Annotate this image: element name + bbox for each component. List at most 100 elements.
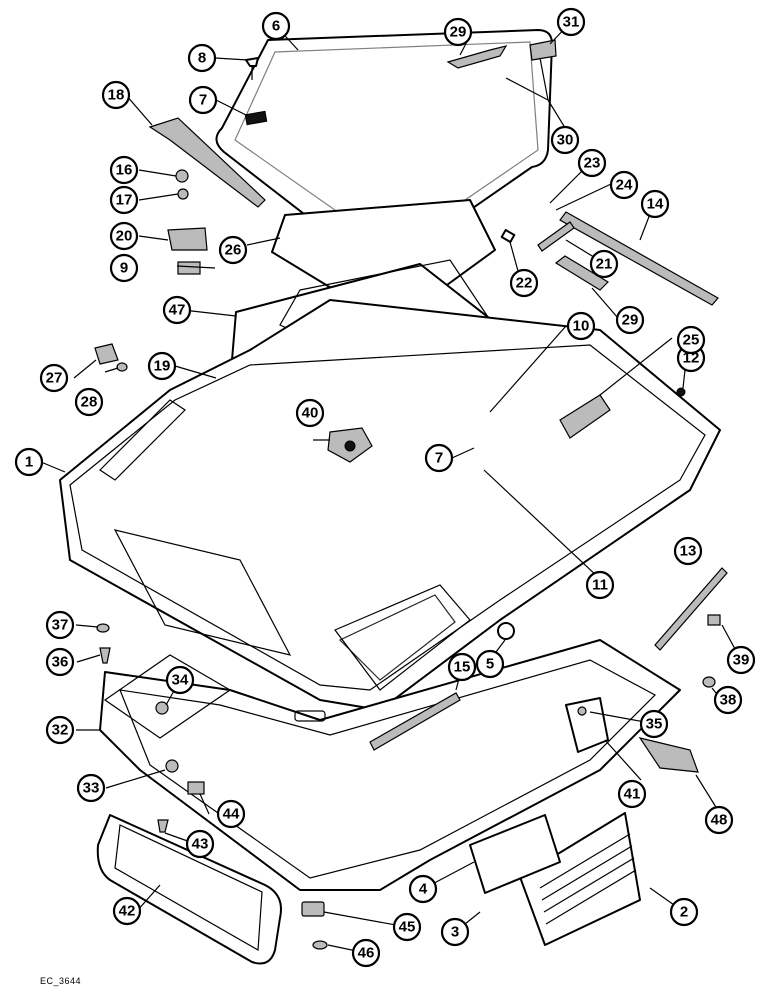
svg-text:45: 45 [399, 919, 416, 936]
svg-text:28: 28 [81, 394, 98, 411]
svg-text:40: 40 [302, 405, 319, 422]
svg-text:27: 27 [46, 370, 63, 387]
callout-33: 33 [76, 773, 106, 803]
callout-31: 31 [556, 7, 586, 37]
svg-text:44: 44 [223, 806, 240, 823]
callout-11: 11 [585, 570, 615, 600]
parts-artwork [59, 29, 728, 965]
svg-text:19: 19 [154, 358, 171, 375]
svg-text:7: 7 [435, 450, 443, 467]
callout-19: 19 [147, 351, 177, 381]
callout-29-lower: 29 [615, 305, 645, 335]
callout-26: 26 [218, 235, 248, 265]
svg-text:41: 41 [624, 786, 641, 803]
callout-25: 25 [676, 325, 706, 355]
svg-text:1: 1 [25, 454, 33, 471]
callout-32: 32 [45, 715, 75, 745]
fastener-33 [165, 759, 179, 773]
callout-22: 22 [509, 268, 539, 298]
svg-text:29: 29 [450, 24, 467, 41]
svg-text:20: 20 [116, 228, 133, 245]
callout-23: 23 [577, 148, 607, 178]
callout-7-lower: 7 [424, 443, 454, 473]
callout-29-upper: 29 [443, 17, 473, 47]
callout-30: 30 [550, 125, 580, 155]
svg-text:42: 42 [119, 903, 136, 920]
callout-14: 14 [640, 189, 670, 219]
hinge-plate [177, 261, 201, 275]
washer-37 [96, 623, 110, 633]
svg-text:36: 36 [52, 654, 69, 671]
svg-text:10: 10 [573, 318, 590, 335]
svg-text:43: 43 [192, 836, 209, 853]
screw [245, 57, 259, 67]
cap-38 [702, 676, 716, 688]
callout-16: 16 [109, 155, 139, 185]
svg-text:11: 11 [592, 577, 608, 594]
svg-text:12: 12 [683, 350, 700, 367]
vent-hose [559, 394, 611, 439]
callout-48: 48 [704, 805, 734, 835]
holder-washer [312, 940, 328, 950]
svg-text:34: 34 [172, 672, 189, 689]
svg-text:29: 29 [622, 312, 639, 329]
vent-bracket [565, 697, 609, 753]
drawing-code: EC_3644 [40, 976, 82, 986]
side-washer [116, 362, 128, 372]
callout-45: 45 [392, 912, 422, 942]
callout-44: 44 [216, 799, 246, 829]
svg-text:18: 18 [108, 87, 125, 104]
svg-text:39: 39 [733, 652, 750, 669]
callout-38: 38 [713, 685, 743, 715]
lid-plate [244, 110, 268, 126]
callout-6: 6 [261, 11, 291, 41]
callouts: 1 2 3 4 5 6 7 7 8 9 10 11 12 13 14 15 16… [14, 7, 756, 968]
trim-strip [369, 692, 461, 751]
svg-text:15: 15 [454, 659, 471, 676]
svg-text:35: 35 [646, 716, 663, 733]
svg-text:14: 14 [647, 196, 664, 213]
svg-text:24: 24 [616, 177, 633, 194]
hinge-bushing [175, 169, 189, 183]
callout-4: 4 [408, 874, 438, 904]
callout-39: 39 [726, 645, 756, 675]
strap [148, 117, 266, 208]
callout-5: 5 [475, 649, 505, 679]
pin [500, 229, 516, 243]
side-knob [94, 343, 119, 365]
rod [654, 567, 728, 651]
svg-text:21: 21 [596, 256, 613, 273]
svg-text:6: 6 [272, 18, 280, 35]
svg-text:4: 4 [419, 881, 428, 898]
callout-42: 42 [112, 896, 142, 926]
filter-cover [469, 814, 561, 894]
callout-18: 18 [101, 80, 131, 110]
callout-20: 20 [109, 221, 139, 251]
svg-text:48: 48 [711, 812, 728, 829]
grille [638, 737, 699, 773]
svg-text:31: 31 [563, 14, 580, 31]
callout-46: 46 [351, 938, 381, 968]
callout-10: 10 [566, 311, 596, 341]
clip-35 [577, 706, 587, 716]
callout-17: 17 [109, 185, 139, 215]
callout-3: 3 [440, 917, 470, 947]
long-rod [559, 211, 719, 306]
headliner [99, 639, 681, 891]
svg-text:9: 9 [120, 260, 128, 277]
hinge [167, 227, 208, 251]
svg-text:7: 7 [199, 92, 207, 109]
hinge-washer [177, 188, 189, 200]
svg-text:33: 33 [83, 780, 100, 797]
clip [529, 39, 557, 61]
callout-40: 40 [295, 398, 325, 428]
callout-7-upper: 7 [188, 85, 218, 115]
visor-pivot [157, 819, 169, 833]
gas-strut [537, 221, 575, 252]
svg-text:32: 32 [52, 722, 69, 739]
svg-text:2: 2 [680, 904, 688, 921]
callout-34: 34 [165, 665, 195, 695]
svg-text:8: 8 [198, 50, 206, 67]
callout-2: 2 [669, 897, 699, 927]
callout-21: 21 [589, 249, 619, 279]
